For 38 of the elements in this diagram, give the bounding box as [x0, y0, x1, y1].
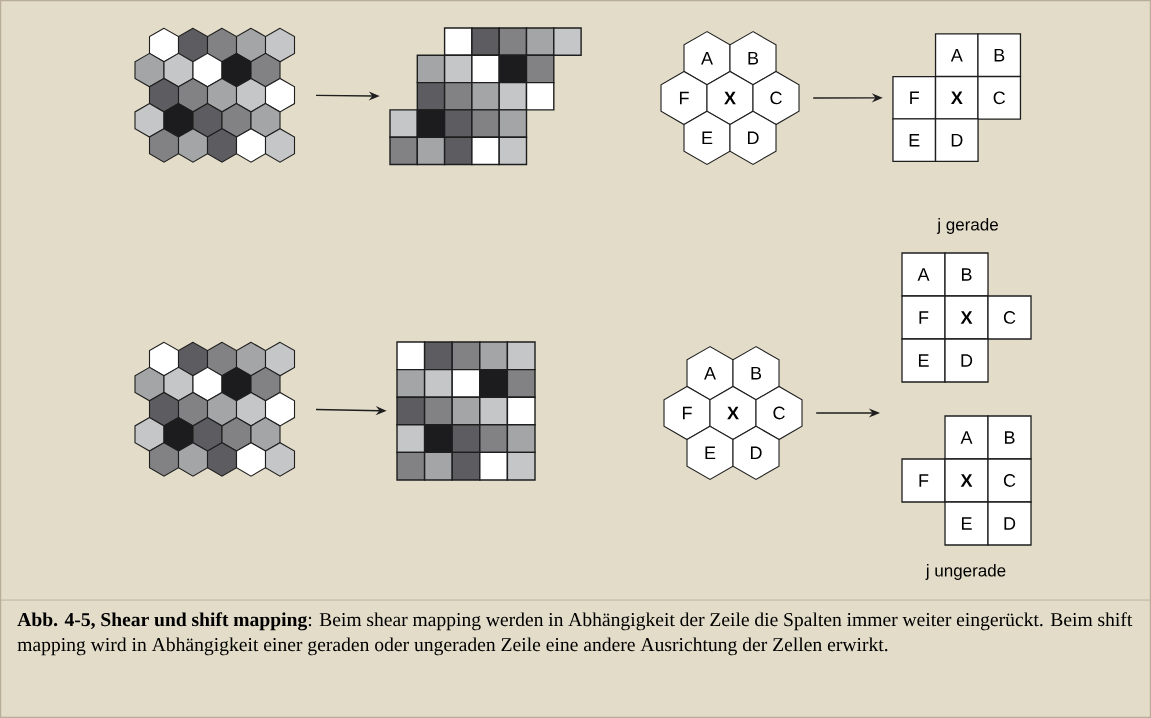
figure-caption: Abb. 4-5, Shear und shift mapping: Beim shear mapping werden in Abhängigkeit der Zeile die Spalten immer weiter eingerückt. Beim shift mapping wird in Abhängigkeit einer geraden oder ungeraden Zeile eine andere Ausrichtung der Zellen erwirkt.: [17, 612, 1133, 656]
hexagon-cell: X: [709, 385, 757, 441]
square-cell: F: [901, 295, 946, 340]
hexagon-cell: F: [663, 385, 711, 441]
condition-label: j ungerade: [925, 564, 1006, 580]
square-cell: C: [987, 295, 1032, 340]
hexagon-cell: D: [732, 425, 780, 481]
square-cell: A: [934, 33, 979, 78]
square-cell: E: [901, 338, 946, 383]
square-cell: E: [944, 501, 989, 546]
square-cell: D: [944, 338, 989, 383]
square-cell: C: [977, 75, 1022, 120]
hexagon-cell: D: [729, 110, 777, 166]
square-cell: A: [901, 252, 946, 297]
square-cell: B: [977, 33, 1022, 78]
hexagon-grid-drawing: [134, 341, 296, 477]
hexagon-cell: E: [686, 425, 734, 481]
square-cell: B: [987, 415, 1032, 460]
square-cell: B: [944, 252, 989, 297]
square-cell: C: [987, 458, 1032, 503]
square-cell: E: [892, 118, 937, 163]
square-cell: D: [987, 501, 1032, 546]
square-grid-drawing: [396, 341, 536, 481]
square-cell: D: [934, 118, 979, 163]
condition-label: j gerade: [936, 218, 998, 234]
hexagon-grid-drawing: [134, 27, 296, 163]
square-cell: X: [944, 458, 989, 503]
hexagon-cell: E: [683, 110, 731, 166]
hexagon-cell: C: [752, 70, 800, 126]
square-cell: F: [892, 75, 937, 120]
square-cell: F: [901, 458, 946, 503]
square-cell: X: [944, 295, 989, 340]
square-cell: A: [944, 415, 989, 460]
square-grid-drawing: [389, 27, 582, 166]
hexagon-cell: X: [706, 70, 754, 126]
square-cell: X: [934, 75, 979, 120]
hexagon-cell: C: [755, 385, 803, 441]
hexagon-cell: F: [660, 70, 708, 126]
